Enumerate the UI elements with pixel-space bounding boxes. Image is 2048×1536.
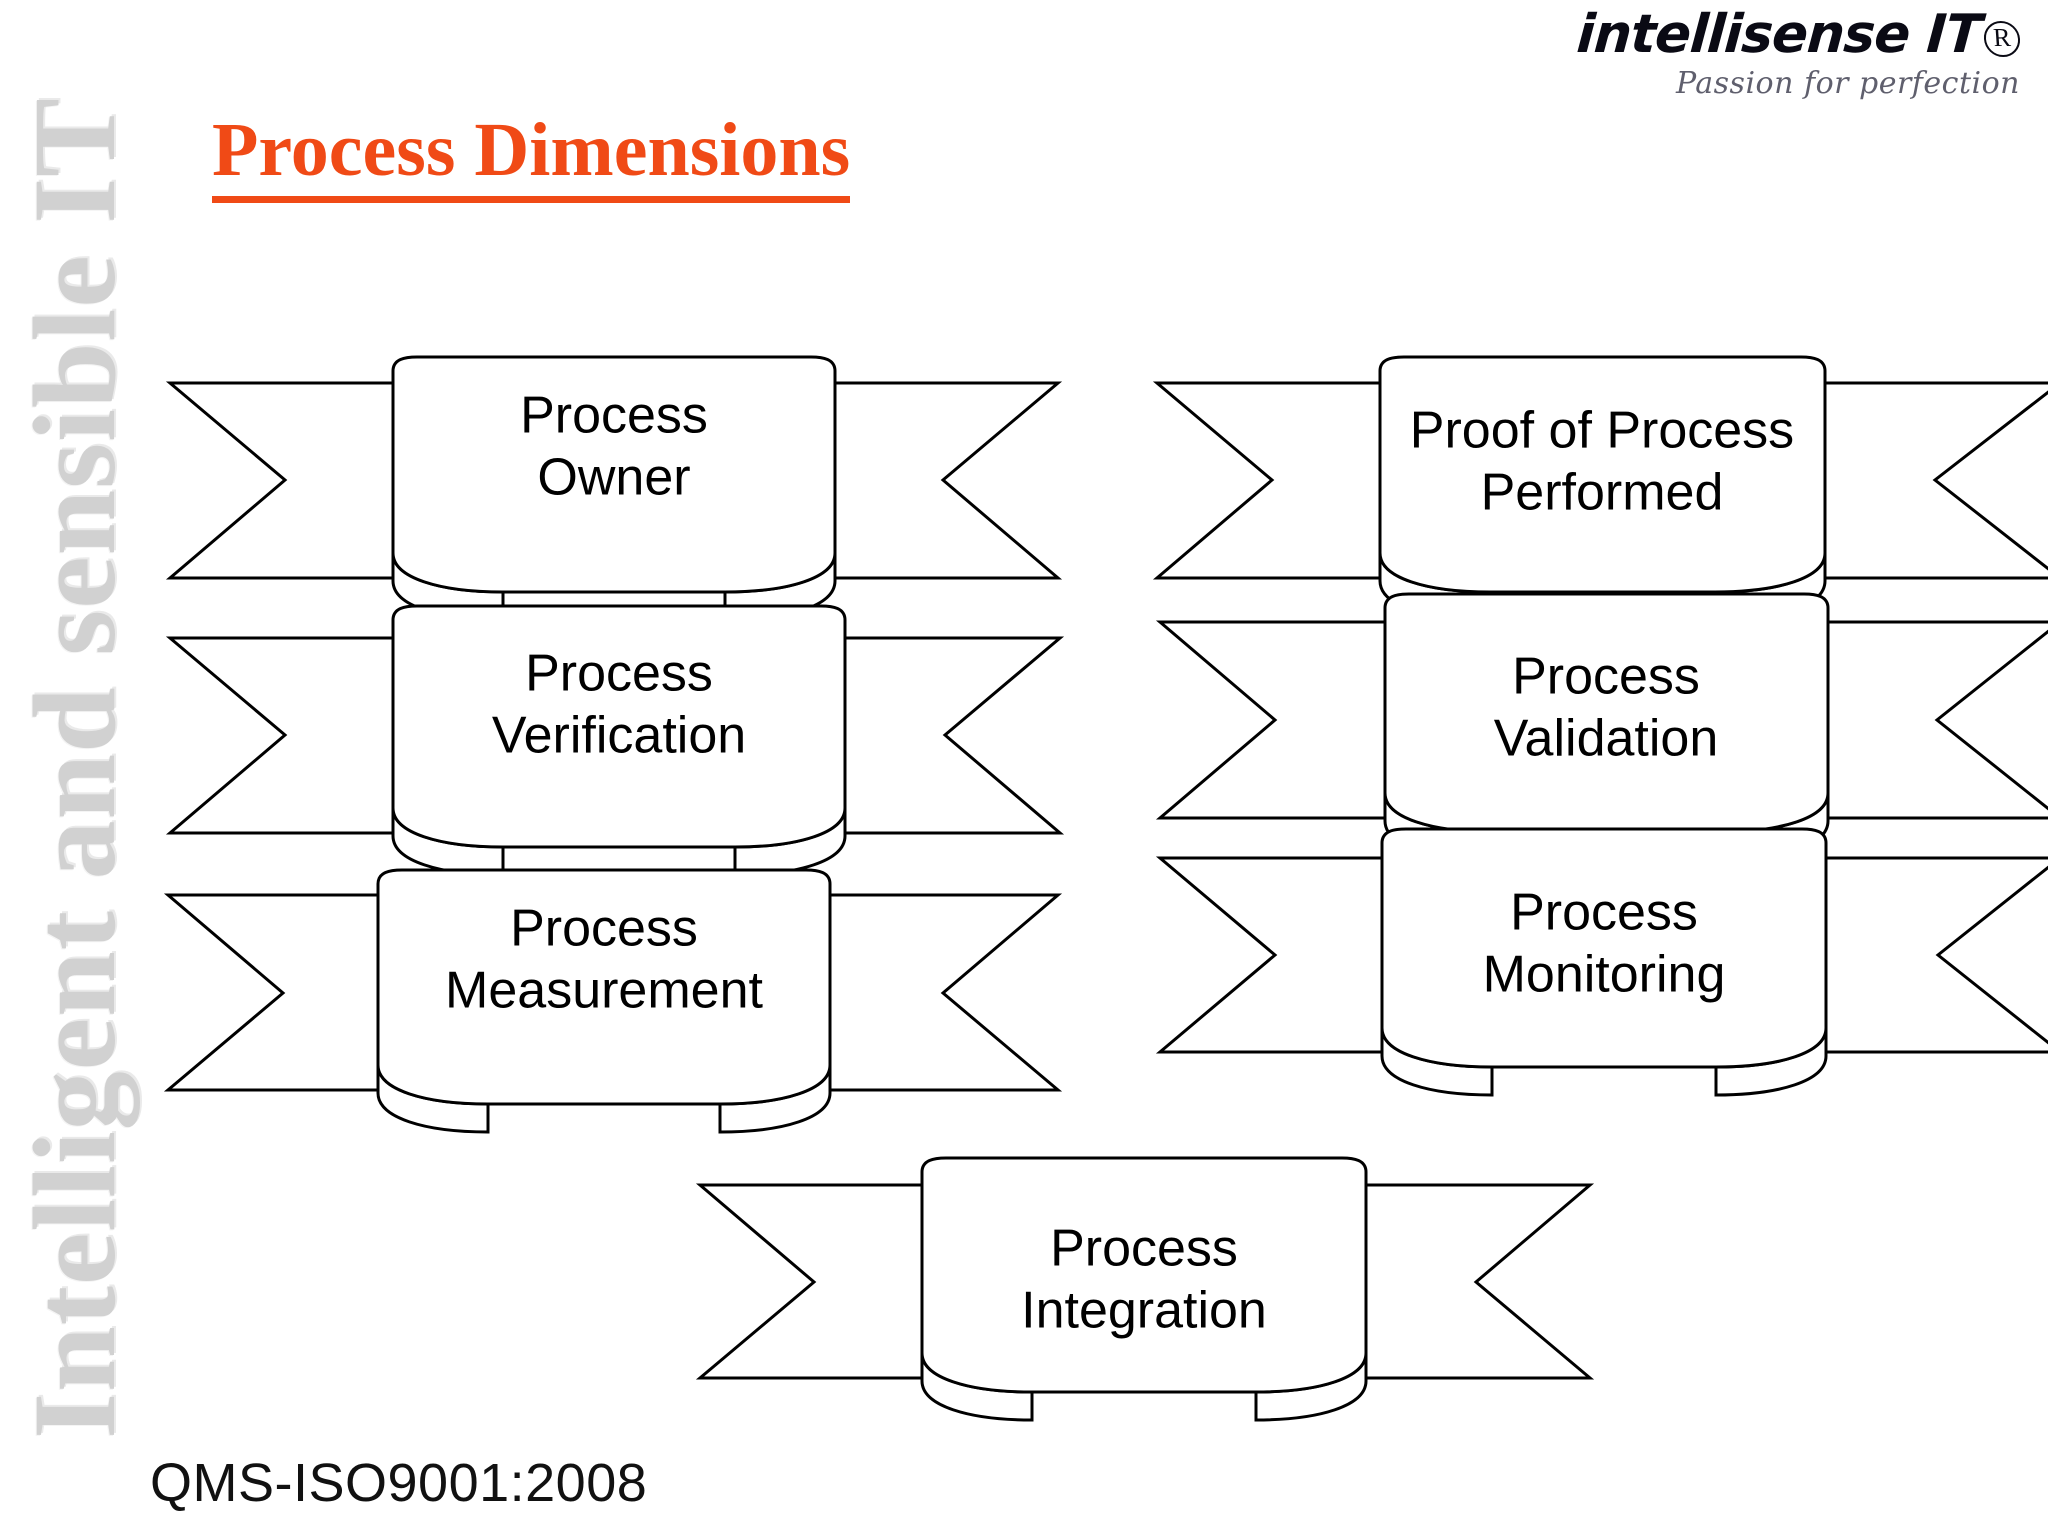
ribbon-center-panel (1380, 827, 1828, 1069)
logo-tagline-text: Passion for perfection (1675, 66, 2020, 101)
ribbon-label-line1: Process (520, 387, 708, 445)
ribbon-label-line2: Verification (492, 707, 746, 765)
ribbon-process-measurement[interactable]: Process Measurement (163, 868, 1063, 1134)
ribbon-label-line2: Integration (1021, 1282, 1267, 1340)
ribbon-process-monitoring[interactable]: Process Monitoring (1155, 827, 2048, 1097)
ribbon-center-panel (1378, 355, 1827, 594)
ribbon-label-line1: Process (510, 900, 698, 958)
ribbon-label-line2: Validation (1494, 710, 1719, 768)
ribbon-center-panel (391, 355, 837, 594)
ribbon-process-integration[interactable]: Process Integration (695, 1156, 1595, 1422)
ribbon-label-line1: Process (1512, 648, 1700, 706)
ribbon-label-line2: Performed (1481, 464, 1724, 522)
ribbon-process-verification[interactable]: Process Verification (165, 604, 1065, 877)
footer-standard-label: QMS-ISO9001:2008 (150, 1453, 648, 1513)
ribbon-process-validation[interactable]: Process Validation (1155, 592, 2048, 862)
ribbon-proof-of-process[interactable]: Proof of Process Performed (1152, 355, 2048, 622)
ribbon-label-line2: Measurement (445, 962, 763, 1020)
page-title: Process Dimensions (212, 112, 851, 203)
ribbon-label-line2: Owner (537, 449, 690, 507)
ribbon-label-line1: Process (525, 645, 713, 703)
ribbon-center-panel (391, 604, 847, 849)
ribbon-center-panel (1383, 592, 1830, 834)
ribbon-label-line2: Monitoring (1483, 946, 1726, 1004)
ribbon-label-line1: Process (1050, 1220, 1238, 1278)
ribbon-label-line1: Process (1510, 884, 1698, 942)
ribbon-center-panel (920, 1156, 1368, 1394)
ribbon-label-line1: Proof of Process (1410, 402, 1794, 460)
ribbon-center-panel (376, 868, 832, 1106)
ribbon-process-owner[interactable]: Process Owner (165, 355, 1063, 622)
